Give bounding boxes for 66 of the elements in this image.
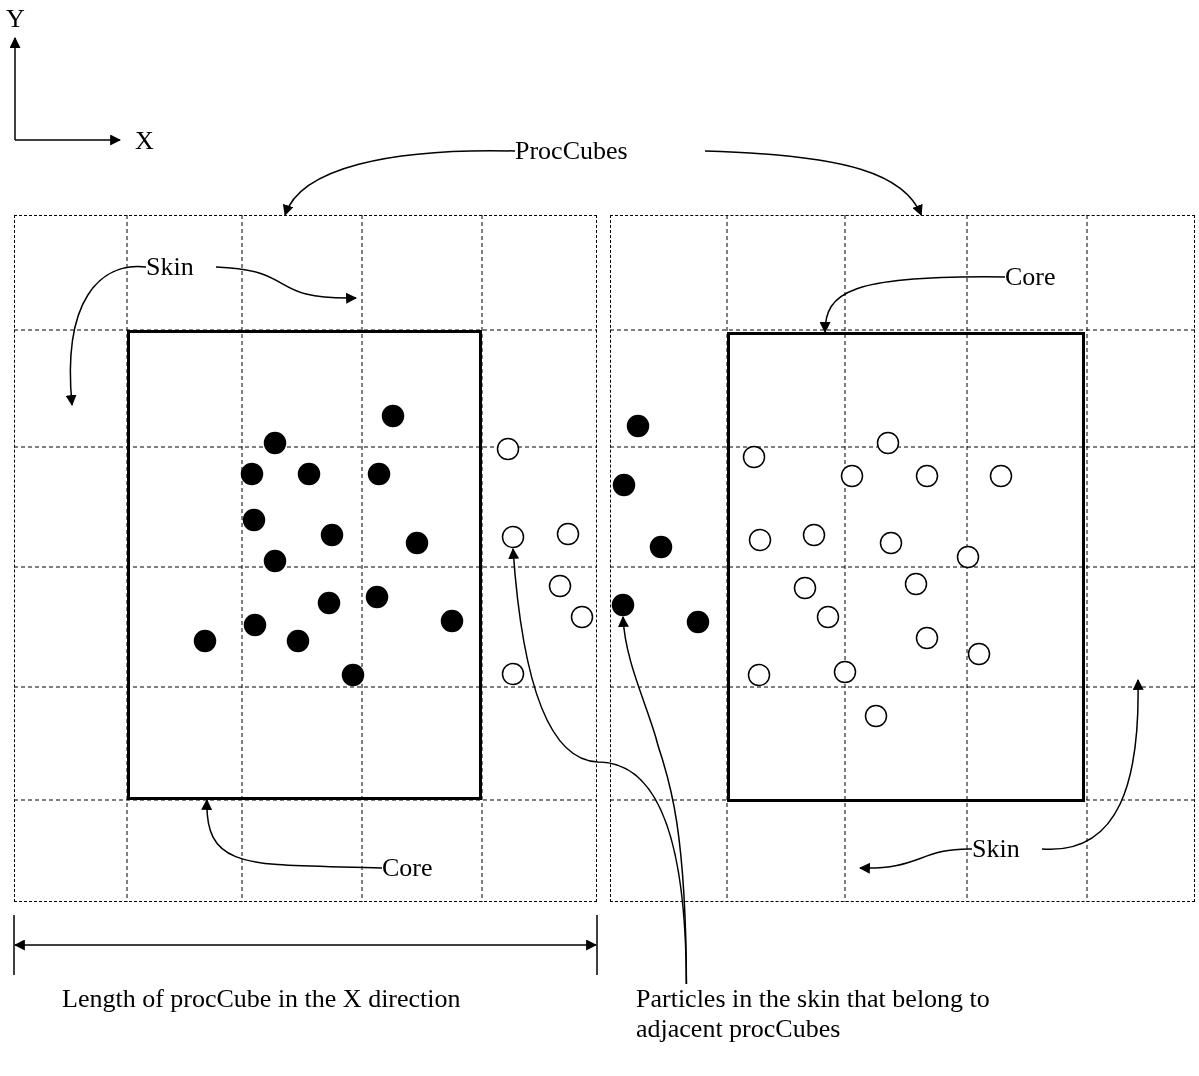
- proccube-grid: [610, 215, 1195, 902]
- open-particle: [879, 531, 903, 555]
- leader-arrow: [1041, 678, 1144, 850]
- open-particle: [967, 642, 991, 666]
- open-particle: [915, 464, 939, 488]
- open-particle: [742, 445, 766, 469]
- filled-particle: [286, 629, 310, 653]
- filled-particle: [193, 629, 217, 653]
- filled-particle: [297, 462, 321, 486]
- core-rectangle: [127, 330, 482, 800]
- open-particle: [496, 437, 520, 461]
- open-particle: [904, 572, 928, 596]
- filled-particle: [240, 462, 264, 486]
- filled-particle: [405, 531, 429, 555]
- filled-particle: [626, 414, 650, 438]
- open-particle: [748, 528, 772, 552]
- leader-arrow: [201, 798, 383, 869]
- open-particle: [876, 431, 900, 455]
- leader-arrow: [858, 848, 973, 874]
- leader-arrow: [215, 266, 358, 304]
- filled-particle: [381, 404, 405, 428]
- filled-particle: [320, 523, 344, 547]
- filled-particle: [440, 609, 464, 633]
- open-particle: [556, 522, 580, 546]
- dimension-label: Length of procCube in the X direction: [62, 984, 461, 1014]
- annotation-text: Core: [382, 853, 454, 883]
- open-particle: [802, 523, 826, 547]
- filled-particle: [367, 462, 391, 486]
- open-particle: [501, 662, 525, 686]
- leader-arrow: [284, 150, 516, 216]
- filled-particle: [263, 431, 287, 455]
- annotation-text: Skin: [146, 252, 216, 282]
- open-particle: [840, 464, 864, 488]
- filled-particle: [686, 610, 710, 634]
- filled-particle: [611, 593, 635, 617]
- open-particle: [833, 660, 857, 684]
- open-particle: [915, 626, 939, 650]
- open-particle: [501, 525, 525, 549]
- leader-arrow: [820, 276, 1006, 334]
- open-particle: [747, 663, 771, 687]
- core-rectangle: [727, 332, 1085, 802]
- filled-particle: [365, 585, 389, 609]
- annotation-text: Particles in the skin that belong to adjacent procCubes: [636, 984, 996, 1044]
- filled-particle: [341, 663, 365, 687]
- leader-arrow: [618, 615, 688, 985]
- open-particle: [864, 704, 888, 728]
- annotation-text: Skin: [972, 834, 1042, 864]
- filled-particle: [649, 535, 673, 559]
- filled-particle: [242, 508, 266, 532]
- annotation-text: Core: [1005, 262, 1077, 292]
- open-particle: [816, 605, 840, 629]
- filled-particle: [612, 473, 636, 497]
- axis-label: Y: [6, 4, 25, 34]
- open-particle: [548, 574, 572, 598]
- filled-particle: [263, 549, 287, 573]
- open-particle: [956, 545, 980, 569]
- open-particle: [570, 605, 594, 629]
- axis-label: X: [135, 126, 154, 156]
- leader-arrow: [65, 265, 147, 407]
- open-particle: [989, 464, 1013, 488]
- annotation-text: ProcCubes: [515, 136, 705, 166]
- open-particle: [793, 576, 817, 600]
- filled-particle: [317, 591, 341, 615]
- proccube-grid: [14, 215, 597, 902]
- leader-arrow: [704, 150, 922, 216]
- filled-particle: [243, 613, 267, 637]
